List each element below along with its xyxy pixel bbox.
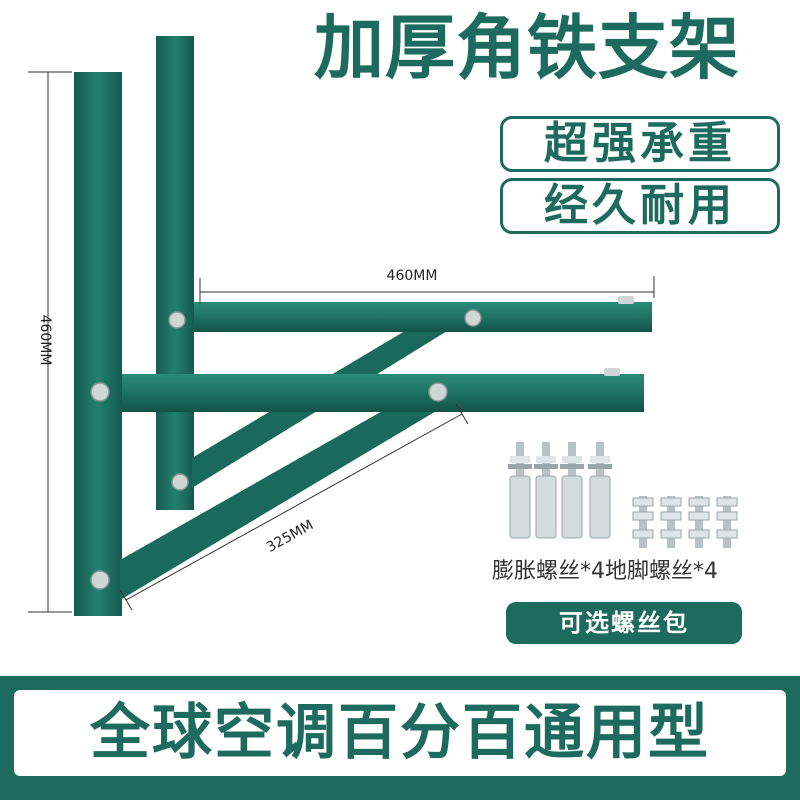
arm-dimension-line xyxy=(199,276,655,304)
brace-dimension-label: 325MM xyxy=(264,517,316,556)
optional-screw-pack-button[interactable]: 可选螺丝包 xyxy=(506,602,742,644)
product-title: 加厚角铁支架 xyxy=(314,7,740,89)
accessories-caption: 膨胀螺丝*4地脚螺丝*4 xyxy=(492,559,718,584)
height-dimension-label: 460MM xyxy=(37,315,53,366)
front-bracket xyxy=(74,72,644,616)
feature-tag-durable: 经久耐用 xyxy=(500,178,780,234)
expansion-bolts xyxy=(508,442,612,539)
arm-dimension-label: 460MM xyxy=(387,268,438,284)
bottom-banner: 全球空调百分百通用型 xyxy=(0,676,800,800)
banner-text: 全球空调百分百通用型 xyxy=(14,690,786,776)
feature-tag-load: 超强承重 xyxy=(500,116,780,172)
brace-dimension-line xyxy=(119,403,469,611)
height-dimension-line xyxy=(28,71,72,613)
anchor-bolts xyxy=(632,496,738,548)
